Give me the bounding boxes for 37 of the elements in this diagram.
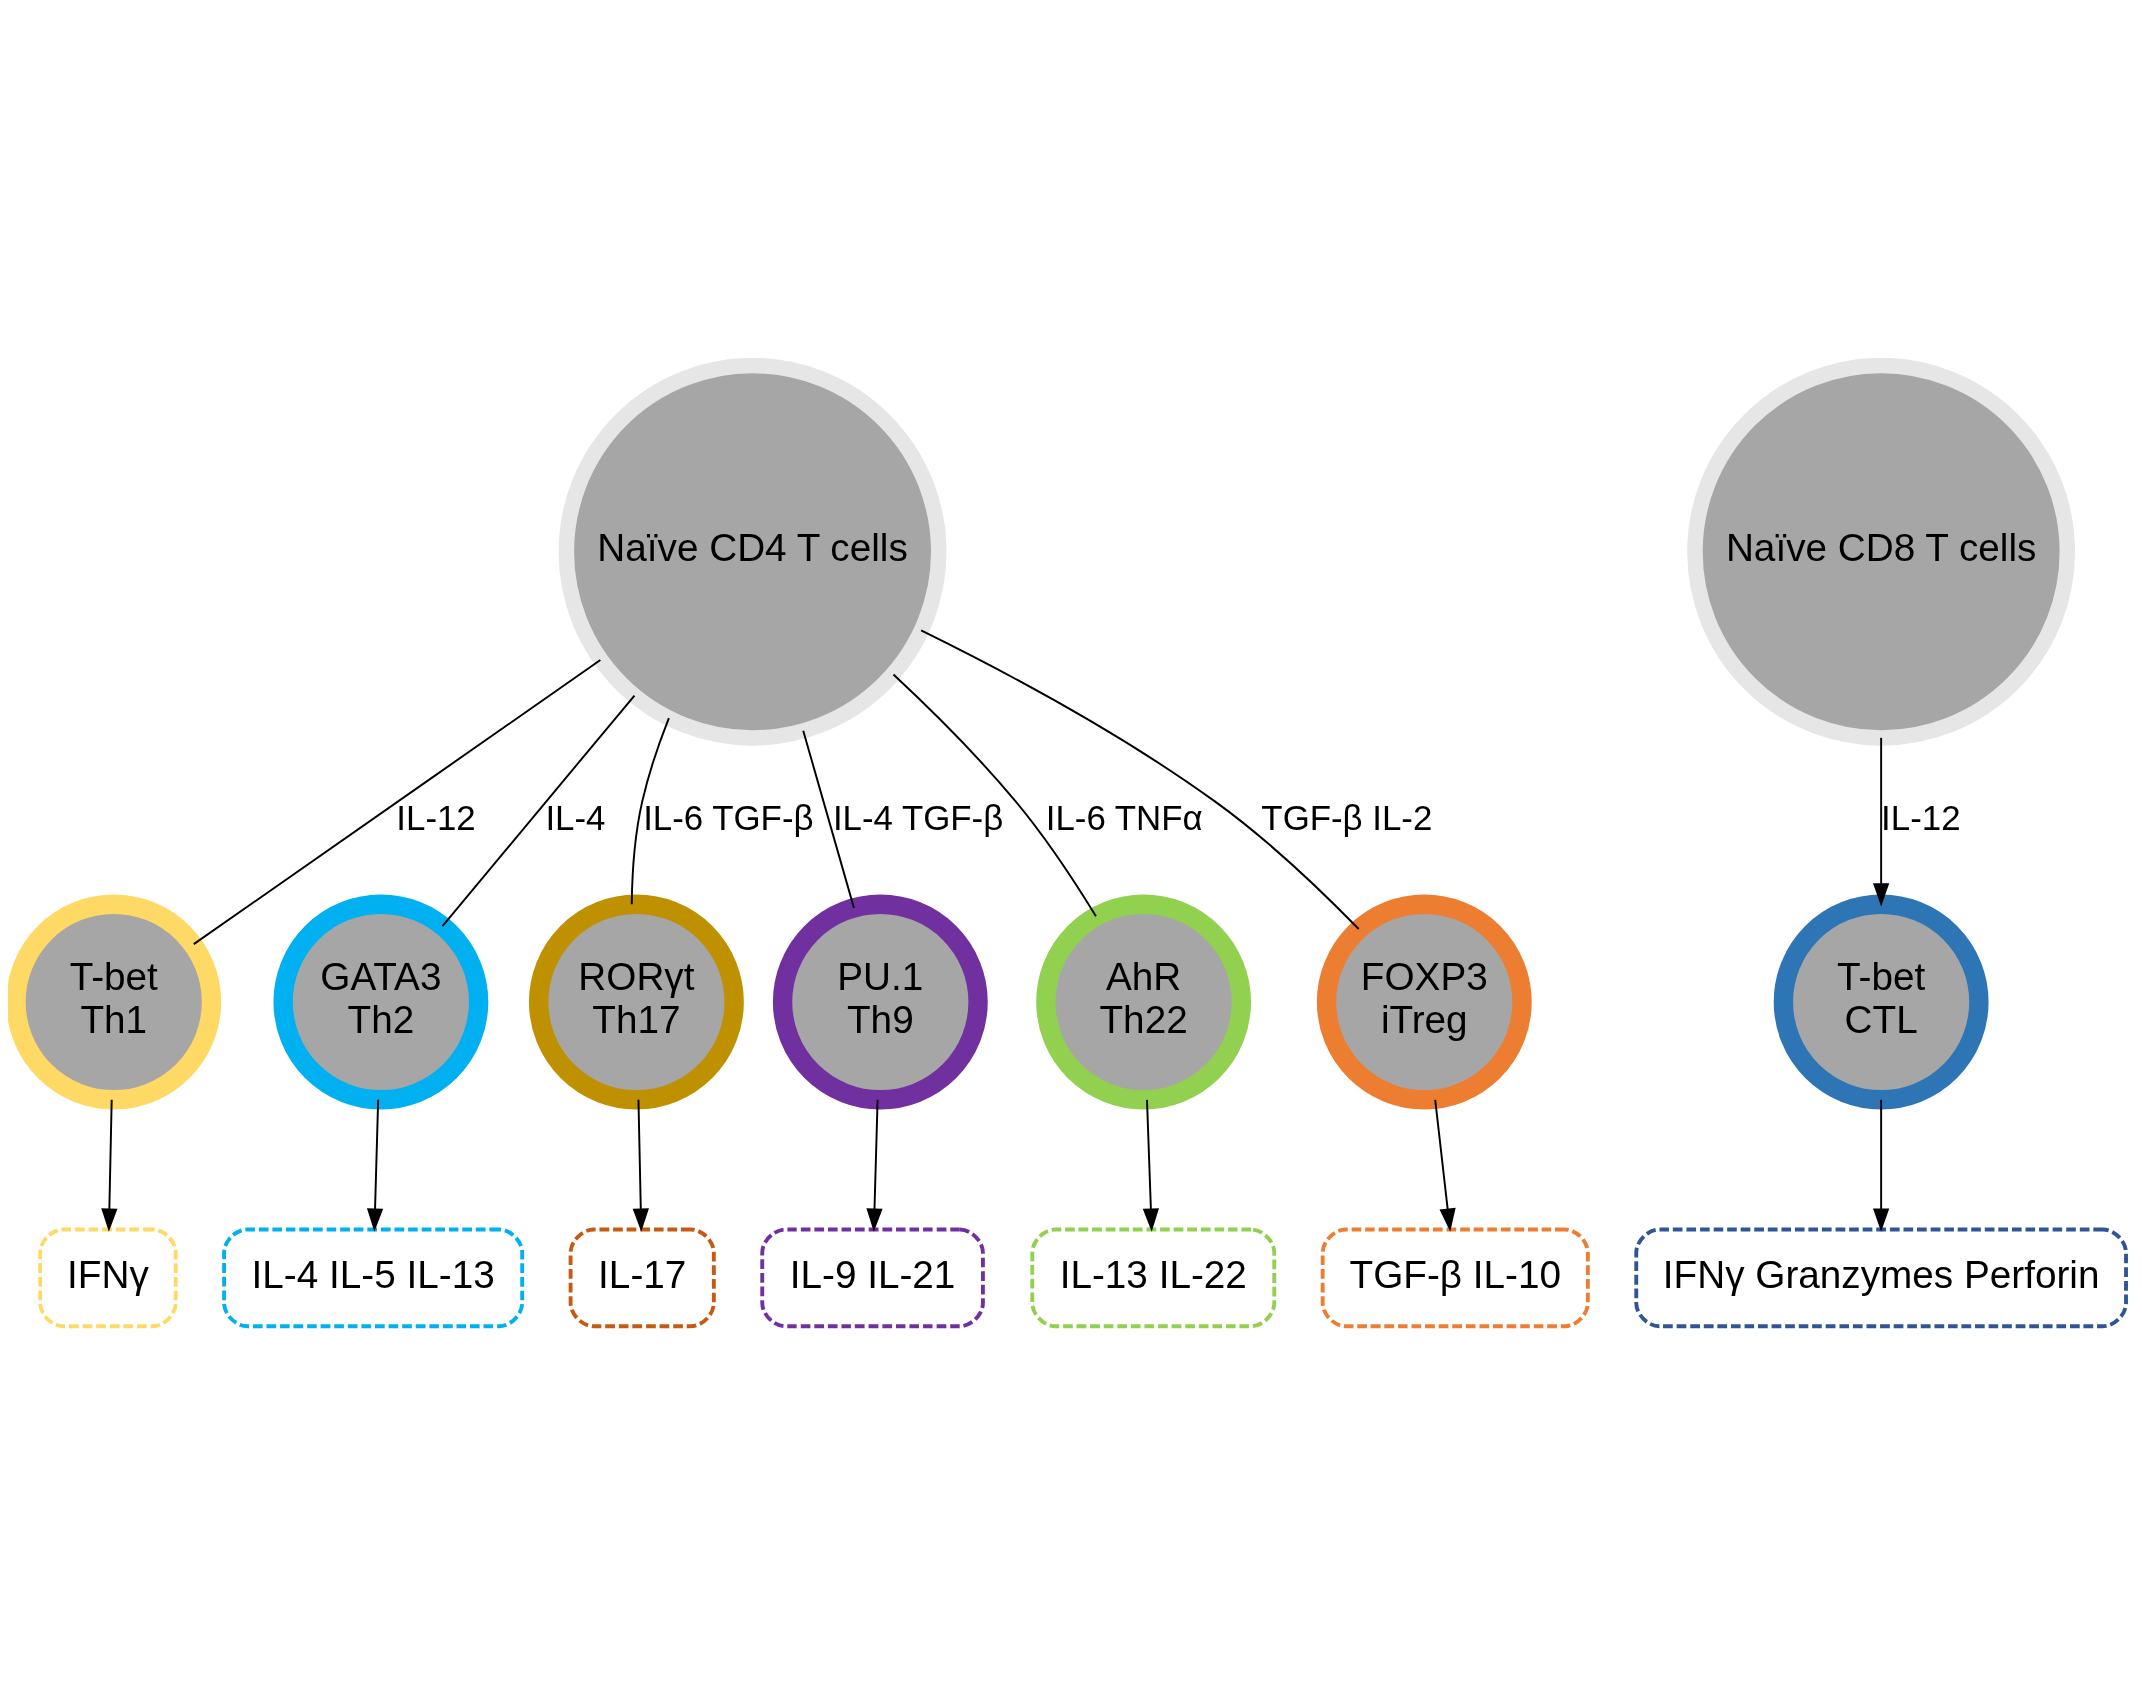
- node-circle: PU.1 Th9: [772, 894, 988, 1110]
- node-circle: GATA3 Th2: [273, 894, 489, 1110]
- node-box: IFNγ Granzymes Perforin: [1634, 1227, 2128, 1329]
- node-circle: AhR Th22: [1036, 894, 1252, 1110]
- node-box: IL-9 IL-21: [760, 1227, 985, 1329]
- edge-label: IL-4 TGF-β: [832, 797, 1004, 837]
- node-box: IL-17: [568, 1227, 716, 1329]
- edge-label: IL-6 TNFα: [1045, 797, 1203, 837]
- node-circle: RORγt Th17: [528, 894, 744, 1110]
- node-circle: T-bet CTL: [1773, 894, 1989, 1110]
- connector: [892, 673, 1097, 918]
- arrow: [866, 1098, 883, 1232]
- connector: [192, 659, 602, 946]
- connector: [630, 717, 670, 906]
- arrow: [101, 1098, 118, 1232]
- edge-label: IL-4: [545, 797, 606, 837]
- connector: [920, 629, 1360, 930]
- arrow: [1873, 736, 1890, 907]
- arrow: [1142, 1098, 1160, 1232]
- arrow: [1873, 1098, 1890, 1232]
- node-circle: FOXP3 iTreg: [1316, 894, 1532, 1110]
- node-box: IL-13 IL-22: [1030, 1227, 1277, 1329]
- edge-label: IL-12: [396, 797, 476, 837]
- connector: [802, 729, 855, 909]
- arrow: [366, 1098, 384, 1232]
- arrow: [1434, 1098, 1456, 1232]
- edge-label: IL-12: [1881, 797, 1961, 837]
- node-circle: T-bet Th1: [8, 894, 222, 1110]
- node-box: TGF-β IL-10: [1320, 1227, 1590, 1329]
- edge-label: TGF-β IL-2: [1261, 797, 1433, 837]
- node-circle: Naïve CD8 T cells: [1687, 358, 2076, 746]
- node-box: IFNγ: [38, 1227, 178, 1329]
- node-circle: Naïve CD4 T cells: [558, 358, 947, 746]
- arrow: [632, 1098, 649, 1232]
- edge-label: IL-6 TGF-β: [643, 797, 814, 837]
- node-box: IL-4 IL-5 IL-13: [222, 1227, 525, 1329]
- connector: [441, 694, 636, 928]
